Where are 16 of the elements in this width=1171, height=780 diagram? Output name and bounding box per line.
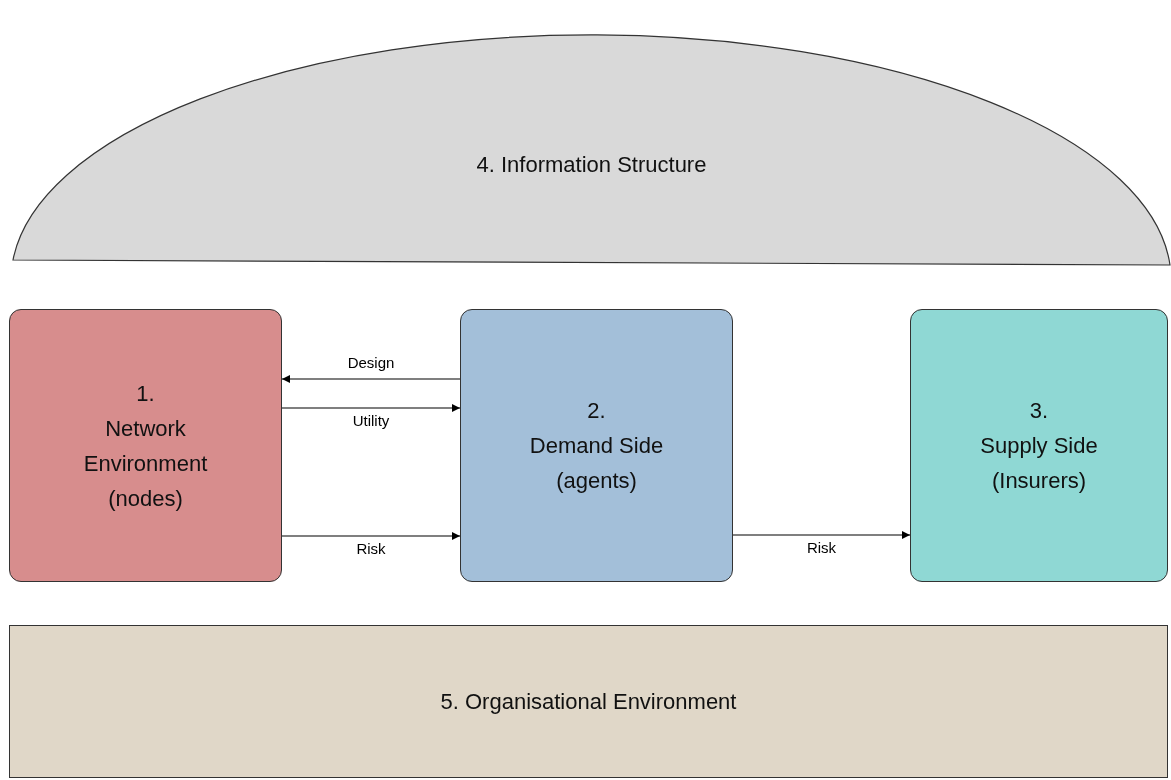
node-text: 5. Organisational Environment	[440, 688, 737, 716]
environment-band	[9, 625, 1168, 778]
arrow	[281, 404, 461, 412]
node-text: 3.	[1029, 397, 1049, 425]
process-box	[460, 309, 733, 582]
process-box	[9, 309, 282, 582]
arrow	[732, 531, 911, 539]
node-text: Supply Side (Insurers)	[979, 432, 1099, 495]
node-text: 4. Information Structure	[476, 150, 707, 179]
arrow	[281, 375, 461, 383]
arrow	[281, 532, 461, 540]
node-text: 2.	[587, 397, 606, 425]
process-box	[910, 309, 1168, 582]
node-text: 1.	[136, 379, 155, 408]
node-text: Demand Side (agents)	[528, 432, 665, 495]
node-text: Network Environment (nodes)	[82, 414, 209, 513]
